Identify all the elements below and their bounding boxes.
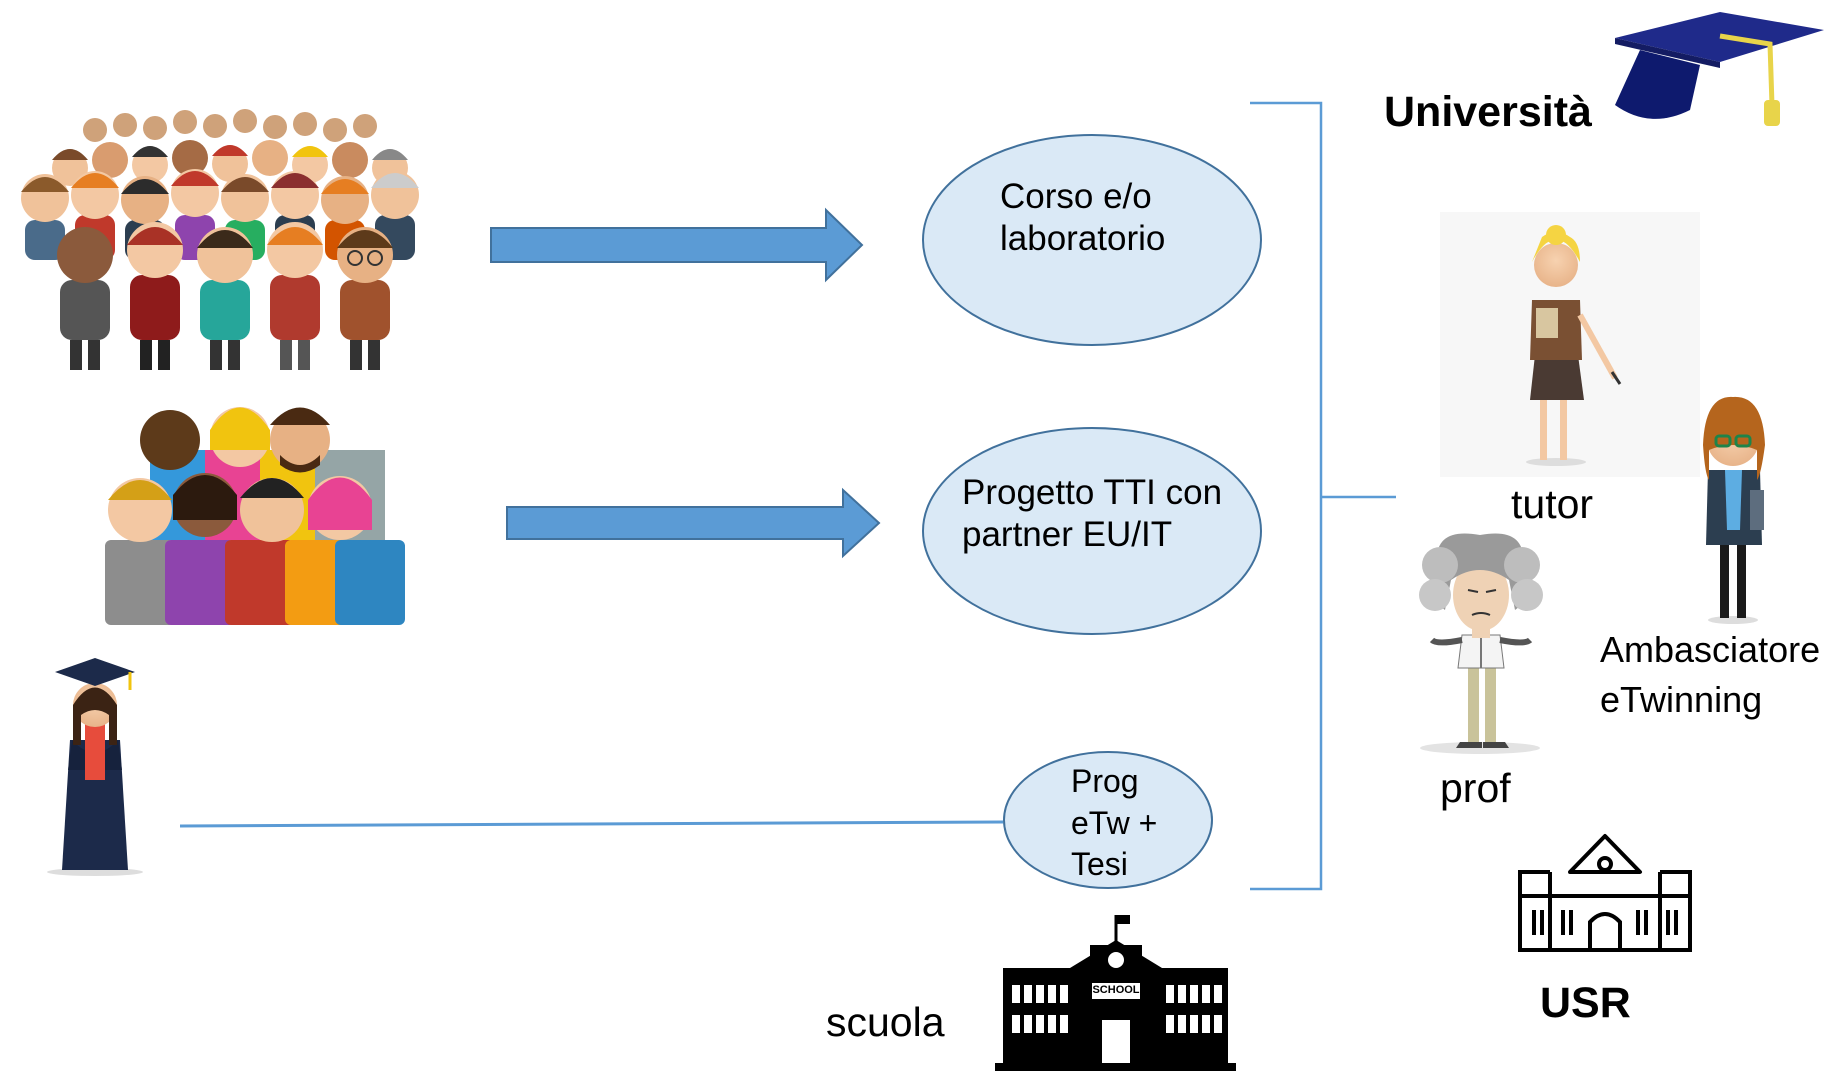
ellipse-etwinning [1003,751,1213,889]
project-label-line2: partner EU/IT [962,515,1173,554]
ambassador-label-line1: Ambasciatore [1600,629,1821,670]
graduate-student-icon [47,658,143,876]
tutor-label: tutor [1511,481,1594,527]
people-crowd-icon [21,109,419,370]
course-label-line1: Corso e/o [1000,177,1152,216]
etwinning-label: Prog eTw + Tesi [1071,761,1157,886]
course-label: Corso e/o laboratorio [1000,176,1165,260]
school-building-icon [995,915,1236,1071]
woman-with-glasses-icon [1703,396,1765,624]
ambassador-label: Ambasciatore eTwinning [1600,625,1820,726]
bracket [1250,101,1396,891]
student-group-icon [105,407,405,625]
etwinning-label-line3: Tesi [1071,846,1128,883]
ellipse-project [922,427,1262,635]
project-label: Progetto TTI con partner EU/IT [962,472,1222,556]
ellipse-course [922,134,1262,346]
university-label: Università [1384,88,1592,136]
female-teacher-icon [1440,212,1700,477]
school-label: scuola [826,999,945,1045]
etwinning-label-line1: Prog [1071,763,1139,799]
course-label-line2: laboratorio [1000,219,1166,258]
old-professor-icon [1419,533,1543,754]
usr-label: USR [1540,979,1631,1027]
arrow-project [506,487,881,559]
connector-line-etwinning [179,820,1004,828]
project-label-line1: Progetto TTI con [962,473,1223,512]
ambassador-label-line2: eTwinning [1600,679,1763,721]
graduation-cap-icon [1615,12,1824,126]
school-sign-label: SCHOOL [1092,984,1140,996]
institution-building-icon [1518,834,1692,952]
etwinning-label-line2: eTw + [1071,804,1158,841]
prof-label: prof [1440,765,1511,811]
arrow-course [490,207,864,283]
